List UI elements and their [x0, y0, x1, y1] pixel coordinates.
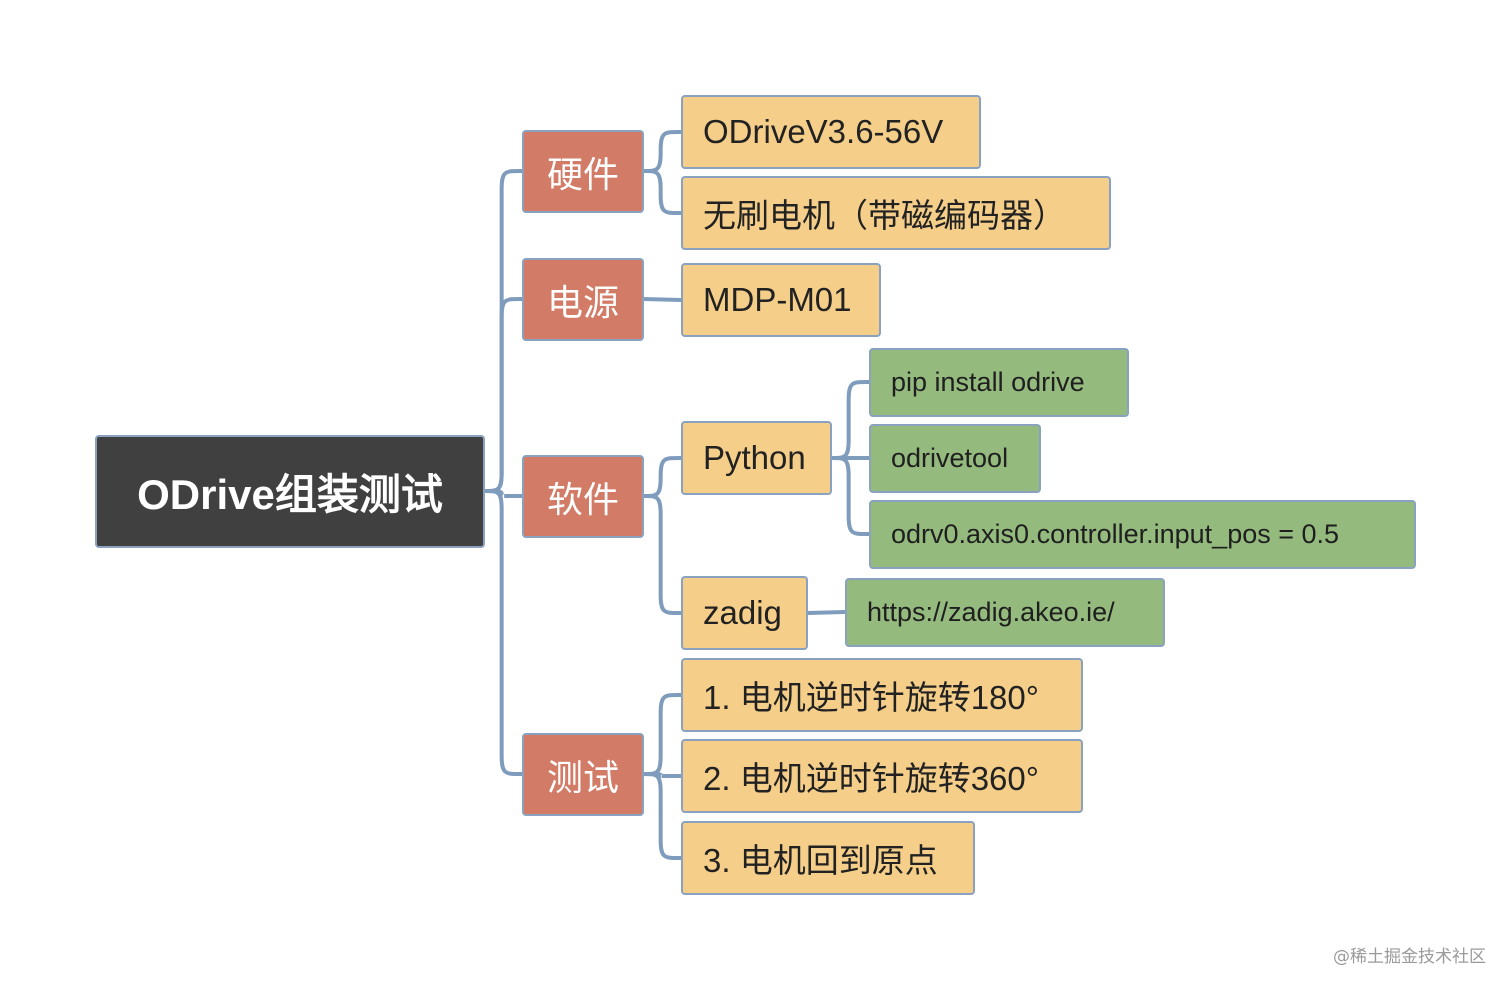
leaf-test-rotate-180[interactable]: 1. 电机逆时针旋转180° [681, 658, 1083, 732]
leaf-test-return-origin[interactable]: 3. 电机回到原点 [681, 821, 975, 895]
detail-zadig-url[interactable]: https://zadig.akeo.ie/ [845, 578, 1165, 647]
test-connector-0 [642, 693, 683, 776]
python-connector-0 [830, 380, 871, 460]
python-connector-2 [830, 456, 871, 536]
category-power[interactable]: 电源 [522, 258, 644, 341]
leaf-test-rotate-360[interactable]: 2. 电机逆时针旋转360° [681, 739, 1083, 813]
detail-odrivetool[interactable]: odrivetool [869, 424, 1041, 493]
root-node[interactable]: ODrive组装测试 [95, 435, 485, 548]
leaf-bldc-motor[interactable]: 无刷电机（带磁编码器） [681, 176, 1111, 250]
category-software[interactable]: 软件 [522, 455, 644, 538]
zadig-connector-0 [806, 610, 847, 615]
software-connector-1 [642, 494, 683, 615]
leaf-python[interactable]: Python [681, 421, 832, 495]
root-connector-3 [483, 489, 524, 776]
detail-input-pos-command[interactable]: odrv0.axis0.controller.input_pos = 0.5 [869, 500, 1416, 569]
test-connector-2 [642, 772, 683, 860]
category-hardware[interactable]: 硬件 [522, 130, 644, 213]
power-connector-0 [642, 297, 683, 302]
leaf-power-supply[interactable]: MDP-M01 [681, 263, 881, 337]
category-test[interactable]: 测试 [522, 733, 644, 816]
root-connector-1 [483, 297, 524, 493]
software-connector-0 [642, 456, 683, 498]
hardware-connector-1 [642, 169, 683, 215]
watermark: @稀土掘金技术社区 [1333, 947, 1486, 967]
hardware-connector-0 [642, 130, 683, 173]
leaf-zadig[interactable]: zadig [681, 576, 808, 650]
detail-pip-install[interactable]: pip install odrive [869, 348, 1129, 417]
leaf-odrive-board[interactable]: ODriveV3.6-56V [681, 95, 981, 169]
